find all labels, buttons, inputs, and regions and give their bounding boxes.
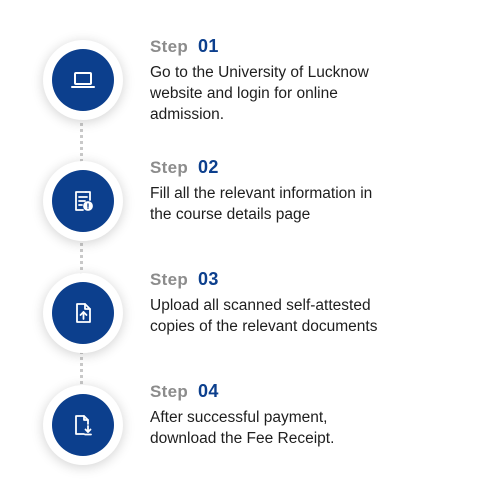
document-download-icon bbox=[75, 415, 92, 436]
step-3-description: Upload all scanned self-attested copies … bbox=[150, 297, 378, 335]
step-2-badge bbox=[43, 161, 123, 241]
step-3-badge bbox=[43, 273, 123, 353]
step-1-description: Go to the University of Lucknow website … bbox=[150, 64, 369, 123]
step-4-badge bbox=[43, 385, 123, 465]
step-connector-dots bbox=[80, 112, 83, 402]
step-4-description: After successful payment, download the F… bbox=[150, 409, 335, 447]
step-2-description: Fill all the relevant information in the… bbox=[150, 185, 373, 223]
document-upload-icon bbox=[76, 303, 91, 323]
step-1-badge bbox=[43, 40, 123, 120]
form-details-icon bbox=[75, 191, 93, 211]
laptop-icon bbox=[71, 72, 95, 88]
